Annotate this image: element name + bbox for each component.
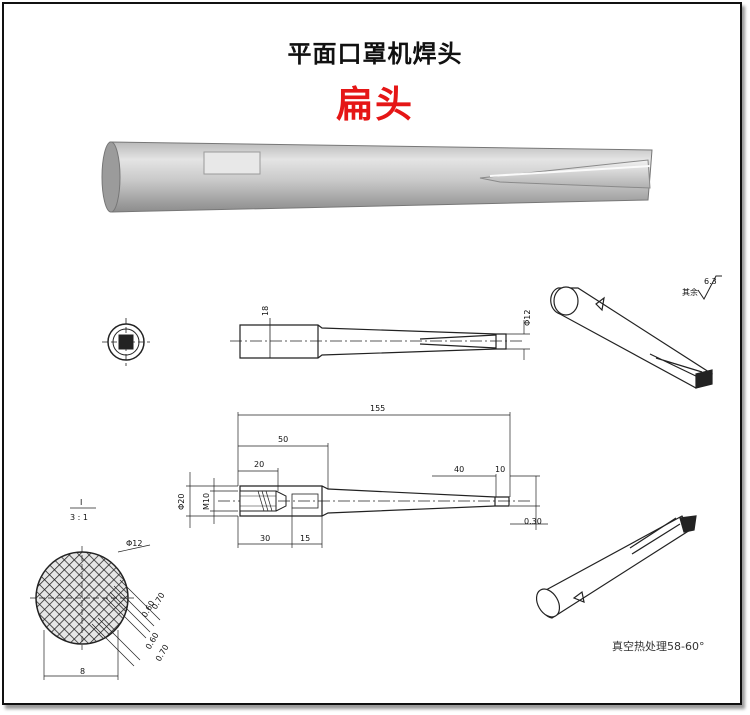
dim-15: 15 bbox=[300, 534, 310, 543]
dim-30: 30 bbox=[260, 534, 270, 543]
dim-top-width: 18 bbox=[261, 306, 270, 316]
side-dimensions bbox=[186, 412, 548, 548]
page-title: 平面口罩机焊头 bbox=[287, 40, 463, 68]
dim-top-diameter: Φ12 bbox=[523, 310, 532, 326]
welding-head-photo bbox=[101, 141, 653, 213]
detail-scale-ratio: 3 : 1 bbox=[70, 513, 88, 522]
detail-label: I bbox=[80, 498, 82, 507]
dim-m10: M10 bbox=[202, 493, 211, 510]
top-view bbox=[230, 318, 530, 360]
dim-20: 20 bbox=[254, 460, 264, 469]
dim-8-detail: 8 bbox=[80, 667, 85, 676]
end-view bbox=[102, 318, 150, 366]
heat-treatment-note: 真空热处理58-60° bbox=[612, 639, 704, 653]
surface-finish-mark bbox=[697, 275, 722, 300]
dim-060-b: 0.60 bbox=[144, 631, 161, 651]
dim-d12-detail: Φ12 bbox=[126, 539, 142, 548]
knurled-face-detail bbox=[30, 544, 161, 680]
dim-50: 50 bbox=[278, 435, 288, 444]
dim-10: 10 bbox=[495, 465, 505, 474]
side-view bbox=[218, 485, 530, 517]
dim-030: 0.30 bbox=[524, 517, 542, 526]
iso-view-lower bbox=[535, 515, 697, 619]
surface-finish-value: 6.3 bbox=[704, 277, 717, 286]
page-subtitle: 扁头 bbox=[336, 83, 414, 126]
dim-070-b: 0.70 bbox=[154, 643, 171, 663]
surface-finish-label: 其余 bbox=[682, 287, 698, 297]
iso-view-upper bbox=[550, 286, 713, 389]
dim-d20: Φ20 bbox=[177, 494, 186, 510]
dim-total-length: 155 bbox=[370, 404, 385, 413]
dim-40: 40 bbox=[454, 465, 464, 474]
